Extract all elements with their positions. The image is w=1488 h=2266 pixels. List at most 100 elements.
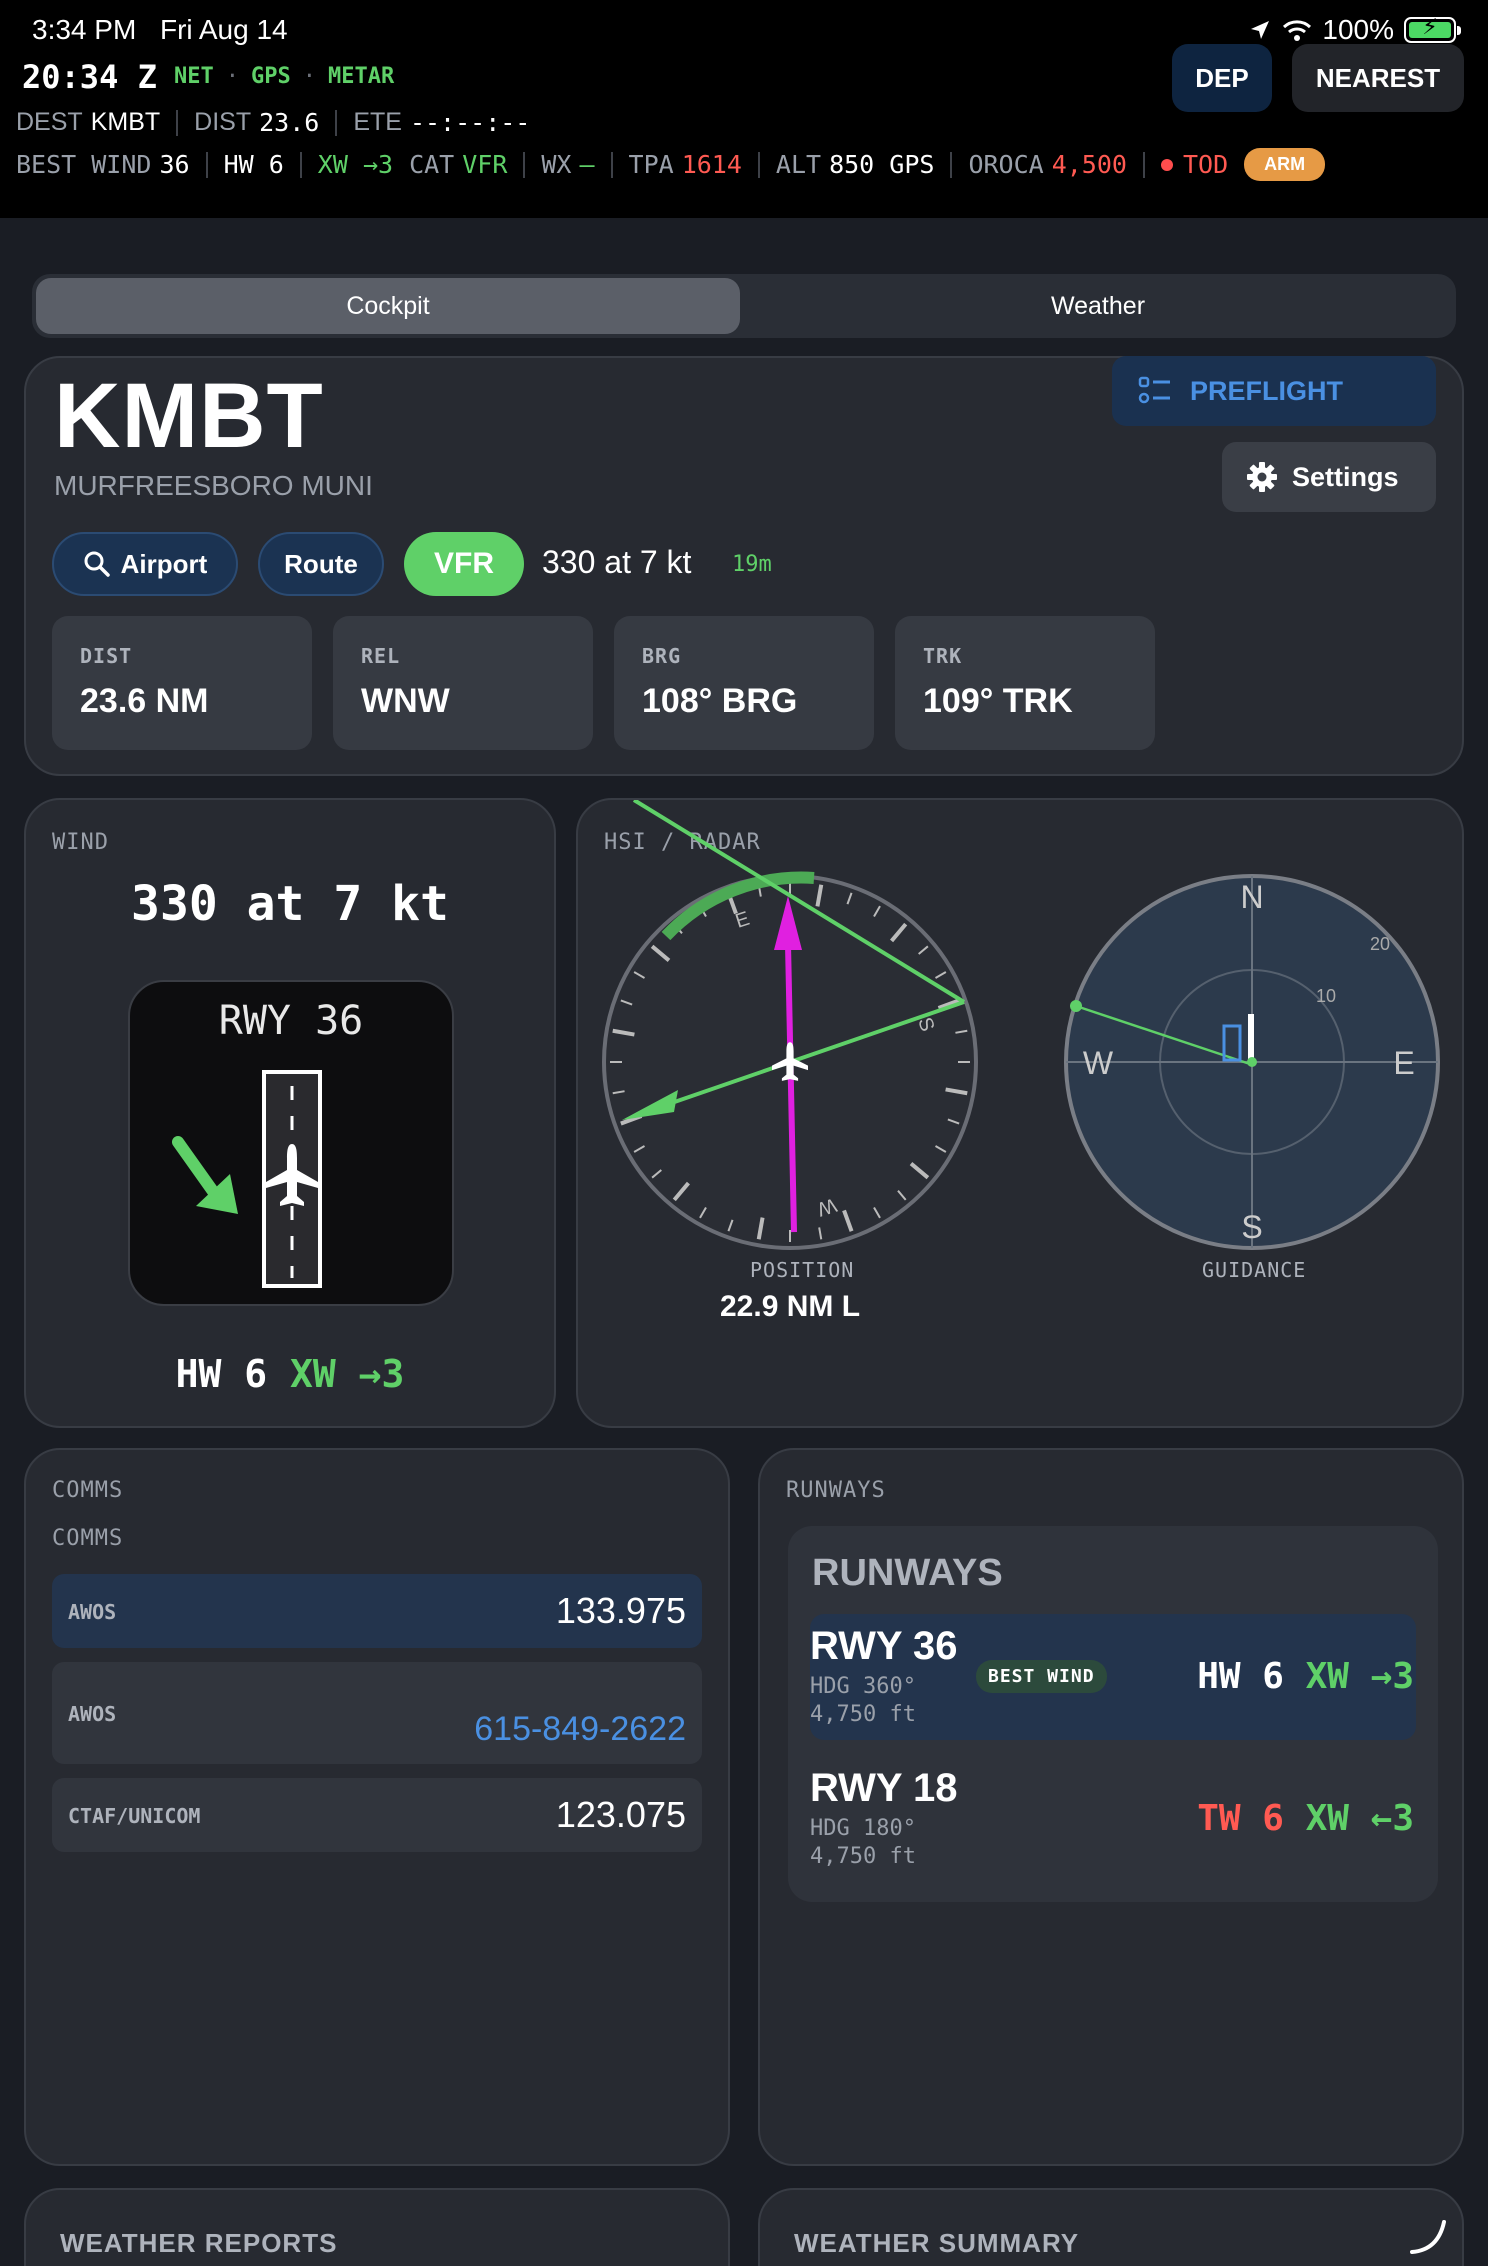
tab-cockpit[interactable]: Cockpit — [36, 278, 740, 334]
settings-label: Settings — [1292, 461, 1399, 492]
dist-value: 23.6 — [259, 108, 320, 137]
airport-ident: KMBT — [54, 365, 324, 467]
stat-value: 109° TRK — [923, 682, 1073, 720]
airport-search-button[interactable]: Airport — [52, 532, 238, 596]
radar-cardinal-w: W — [1083, 1045, 1114, 1081]
comm-phone-link[interactable]: 615-849-2622 — [474, 1710, 686, 1748]
weather-summary-card[interactable]: WEATHER SUMMARY — [758, 2188, 1464, 2266]
oroca-value: 4,500 — [1051, 150, 1127, 179]
compass-tick — [955, 1029, 968, 1034]
compass-tick — [633, 971, 646, 979]
runway-id: RWY 18 — [810, 1766, 958, 1810]
checklist-icon — [1138, 376, 1170, 404]
comm-row[interactable]: AWOS 133.975 — [52, 1574, 702, 1648]
radar-cardinal-e: E — [1393, 1045, 1414, 1081]
status-metar: METAR — [328, 64, 395, 89]
gear-icon — [1247, 462, 1277, 492]
heading-arc — [661, 871, 815, 941]
dest-value: KMBT — [90, 108, 161, 136]
compass-tick — [651, 1169, 662, 1179]
status-gps: GPS — [251, 64, 291, 89]
compass-tick — [842, 1209, 854, 1232]
wind-card-label: WIND — [52, 830, 109, 855]
runway-length: 4,750 ft — [810, 1702, 916, 1727]
radar-ring-label-10: 10 — [1316, 986, 1336, 1006]
battery-percent: 100% — [1322, 14, 1394, 45]
stat-label: DIST — [80, 644, 133, 668]
stat-dist: DIST 23.6 NM — [52, 616, 312, 750]
runway-diagram-label: RWY 36 — [218, 998, 364, 1044]
airport-wind: 330 at 7 kt — [542, 544, 692, 580]
battery-icon: ⚡ — [1404, 14, 1461, 43]
crosswind-value: XW →3 — [317, 150, 394, 179]
nearest-button[interactable]: NEAREST — [1292, 44, 1464, 112]
comms-subtitle: COMMS — [52, 1526, 124, 1551]
resize-handle-icon[interactable] — [1408, 2216, 1448, 2256]
hsi-card-label: HSI / RADAR — [604, 830, 761, 855]
headwind-value: HW 6 — [223, 150, 284, 179]
comm-frequency: 133.975 — [555, 1590, 686, 1631]
runway-row[interactable]: RWY 36 HDG 360° 4,750 ft BEST WIND HW 6 … — [810, 1614, 1416, 1740]
weather-reports-title: WEATHER REPORTS — [60, 2228, 338, 2258]
system-status-icons: 100% ⚡ — [1248, 14, 1461, 46]
tod-label: TOD — [1182, 150, 1229, 179]
compass-tick — [947, 1118, 960, 1125]
destination-row: DEST KMBT DIST 23.6 ETE --:--:-- — [16, 108, 530, 137]
crosswind-component: XW →3 — [290, 1352, 405, 1396]
course-arrow — [774, 896, 802, 1233]
stat-label: REL — [361, 644, 401, 668]
stat-value: WNW — [361, 682, 450, 720]
guidance-caption: GUIDANCE — [1202, 1258, 1307, 1282]
compass-ticks — [610, 882, 970, 1242]
arm-button[interactable]: ARM — [1244, 148, 1326, 181]
radar-ring-label-20: 20 — [1370, 934, 1390, 954]
compass-tick — [934, 1145, 947, 1153]
compass-tick — [873, 905, 881, 918]
stat-brg: BRG 108° BRG — [614, 616, 874, 750]
headwind-component: HW 6 — [175, 1352, 268, 1396]
dist-label: DIST — [194, 108, 252, 136]
location-arrow-icon — [1251, 21, 1270, 39]
view-tabs: Cockpit Weather — [32, 274, 1456, 338]
status-net: NET — [174, 64, 214, 89]
system-date: Fri Aug 14 — [160, 14, 288, 45]
runway-headwind: HW 6 — [1197, 1656, 1284, 1697]
wx-value: — — [579, 150, 595, 179]
runway-diagram: RWY 36 — [128, 980, 454, 1306]
compass-mark-e: E — [733, 908, 752, 933]
compass-tick — [918, 945, 929, 955]
compass-tick — [873, 1206, 881, 1219]
runway-length: 4,750 ft — [810, 1844, 916, 1869]
preflight-button[interactable]: PREFLIGHT — [1112, 356, 1436, 426]
best-wind-value: 36 — [159, 150, 190, 179]
runway-heading: HDG 360° — [810, 1674, 916, 1699]
comm-row: AWOS 615-849-2622 — [52, 1662, 702, 1764]
alt-value: 850 GPS — [829, 150, 935, 179]
compass-tick — [633, 1145, 646, 1153]
cat-value: VFR — [462, 150, 508, 179]
airport-name: MURFREESBORO MUNI — [54, 470, 373, 501]
weather-summary-title: WEATHER SUMMARY — [794, 2228, 1080, 2258]
dep-button[interactable]: DEP — [1172, 44, 1272, 112]
wind-card: WIND 330 at 7 kt RWY 36 HW 6 XW →3 — [24, 798, 556, 1428]
radar-target — [1070, 1000, 1082, 1012]
compass-tick — [890, 922, 908, 943]
comms-card-label: COMMS — [52, 1478, 124, 1503]
compass-tick — [620, 999, 633, 1006]
radar-cardinal-s: S — [1241, 1209, 1262, 1245]
weather-reports-card[interactable]: WEATHER REPORTS — [24, 2188, 730, 2266]
radar-center-dot — [1247, 1057, 1257, 1067]
runway-row[interactable]: RWY 18 HDG 180° 4,750 ft TW 6 XW ←3 — [810, 1756, 1416, 1882]
comm-row[interactable]: CTAF/UNICOM 123.075 — [52, 1778, 702, 1852]
runways-panel: RUNWAYS RWY 36 HDG 360° 4,750 ft BEST WI… — [788, 1526, 1438, 1902]
stat-trk: TRK 109° TRK — [895, 616, 1155, 750]
route-button[interactable]: Route — [258, 532, 384, 596]
tod-indicator-icon — [1160, 158, 1173, 171]
settings-button[interactable]: Settings — [1222, 442, 1436, 512]
ownship-icon — [772, 1042, 808, 1081]
tpa-label: TPA — [628, 150, 674, 179]
system-clock: 3:34 PM — [32, 14, 137, 45]
airport-card: KMBT MURFREESBORO MUNI PREFLIGHT Setting… — [24, 356, 1464, 776]
ete-label: ETE — [353, 108, 402, 136]
tab-weather[interactable]: Weather — [1050, 291, 1146, 320]
